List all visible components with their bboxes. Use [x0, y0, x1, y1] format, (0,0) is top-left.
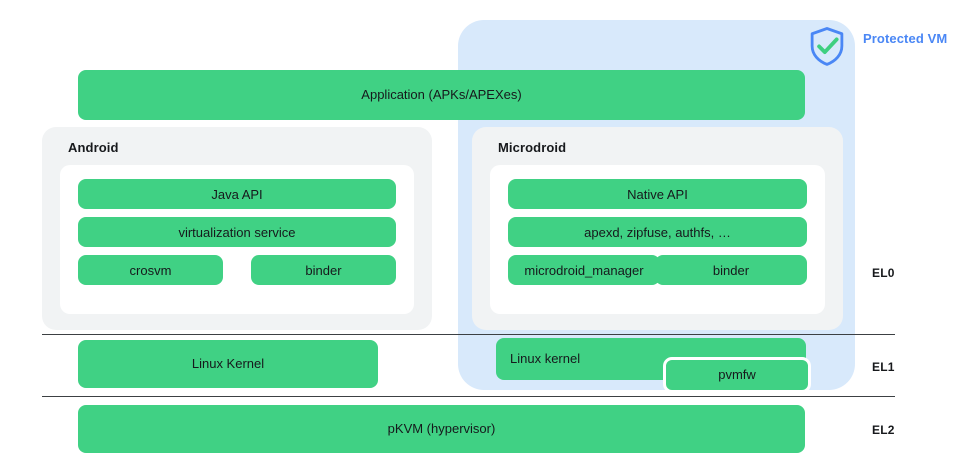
pkvm-hypervisor-box: pKVM (hypervisor): [78, 405, 805, 453]
pvmfw-box: pvmfw: [663, 357, 811, 393]
exception-level-el2: EL2: [872, 423, 895, 437]
divider-el0-el1: [42, 334, 895, 335]
exception-level-el1: EL1: [872, 360, 895, 374]
android-panel: Android Java API virtualization service …: [42, 127, 432, 330]
microdroid-native-api-box: Native API: [508, 179, 807, 209]
android-linux-kernel-box: Linux Kernel: [78, 340, 378, 388]
microdroid-binder-box: binder: [655, 255, 807, 285]
android-binder-box: binder: [251, 255, 396, 285]
application-box: Application (APKs/APEXes): [78, 70, 805, 120]
microdroid-panel: Microdroid Native API apexd, zipfuse, au…: [472, 127, 843, 330]
microdroid-daemons-box: apexd, zipfuse, authfs, …: [508, 217, 807, 247]
android-inner-panel: Java API virtualization service crosvm b…: [60, 165, 414, 314]
android-crosvm-box: crosvm: [78, 255, 223, 285]
android-panel-title: Android: [68, 140, 119, 155]
protected-vm-label: Protected VM: [863, 31, 948, 46]
microdroid-manager-box: microdroid_manager: [508, 255, 660, 285]
shield-check-icon: [806, 25, 848, 67]
android-virtualization-service-box: virtualization service: [78, 217, 396, 247]
divider-el1-el2: [42, 396, 895, 397]
microdroid-inner-panel: Native API apexd, zipfuse, authfs, … mic…: [490, 165, 825, 314]
microdroid-panel-title: Microdroid: [498, 140, 567, 155]
android-java-api-box: Java API: [78, 179, 396, 209]
exception-level-el0: EL0: [872, 266, 895, 280]
